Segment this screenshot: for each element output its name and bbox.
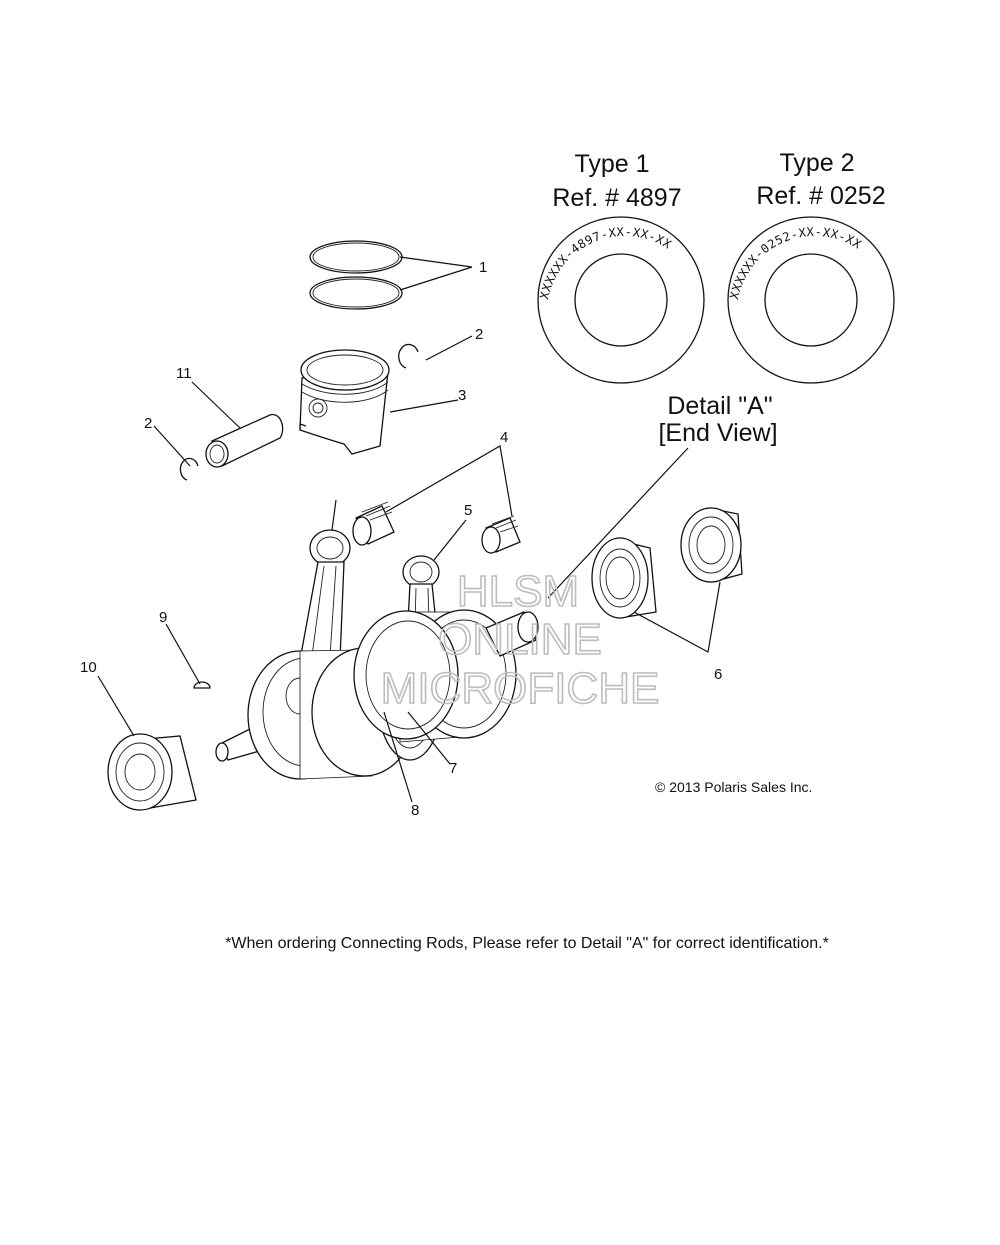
circlip-left: [179, 457, 199, 481]
detail-title: Detail "A": [667, 392, 772, 420]
type1-rod-end-view: XXXXXX-4897-XX-XX-XX: [537, 216, 705, 384]
callout-3: 3: [458, 387, 466, 404]
leader-9: [165, 623, 201, 685]
callout-5: 5: [464, 502, 472, 519]
callout-4: 4: [500, 429, 508, 446]
leader-6: [633, 581, 721, 653]
connecting-rod-left: [299, 529, 351, 661]
needle-bearing-left: [352, 501, 395, 546]
wrist-pin: [205, 413, 284, 468]
callout-10: 10: [80, 659, 97, 676]
callout-2-right: 2: [475, 326, 483, 343]
leader-2-right: [425, 335, 473, 361]
callout-1: 1: [479, 259, 487, 276]
footnote-text: *When ordering Connecting Rods, Please r…: [225, 935, 829, 952]
circlip-right: [398, 343, 419, 369]
type1-title: Type 1: [574, 150, 649, 178]
type2-rod-end-view: XXXXXX-0252-XX-XX-XX: [727, 216, 895, 384]
watermark-line-2: ONLINE: [438, 615, 602, 664]
leader-3: [389, 399, 459, 413]
leader-7: [407, 711, 451, 765]
callout-7: 7: [449, 760, 457, 777]
leader-2-left: [153, 425, 191, 467]
callout-8: 8: [411, 802, 419, 819]
callout-2-left: 2: [144, 415, 152, 432]
main-bearing-middle: [591, 537, 657, 619]
leader-8: [383, 711, 413, 803]
piston-to-rod-line: [331, 499, 337, 531]
leader-10: [97, 675, 135, 737]
crankshaft: [215, 609, 539, 780]
main-bearing-right: [680, 507, 743, 583]
type2-title: Type 2: [779, 149, 854, 177]
copyright-text: © 2013 Polaris Sales Inc.: [655, 779, 812, 795]
piston: [299, 349, 390, 455]
callout-9: 9: [159, 609, 167, 626]
detail-subtitle: [End View]: [658, 419, 777, 447]
watermark-line-1: HLSM: [457, 567, 579, 616]
leader-5: [433, 519, 467, 561]
woodruff-key: [193, 681, 211, 689]
pto-bearing: [107, 733, 197, 811]
piston-rings: [309, 240, 403, 310]
type1-ref: Ref. # 4897: [552, 184, 681, 212]
type2-ref: Ref. # 0252: [756, 182, 885, 210]
detail-leader-line: [547, 447, 689, 599]
needle-bearing-right: [481, 515, 521, 554]
callout-11: 11: [176, 365, 192, 382]
leader-4: [385, 445, 513, 517]
leader-11: [191, 381, 241, 429]
watermark-line-3: MICROFICHE: [381, 664, 660, 713]
callout-6: 6: [714, 666, 722, 683]
leader-1: [399, 256, 473, 291]
